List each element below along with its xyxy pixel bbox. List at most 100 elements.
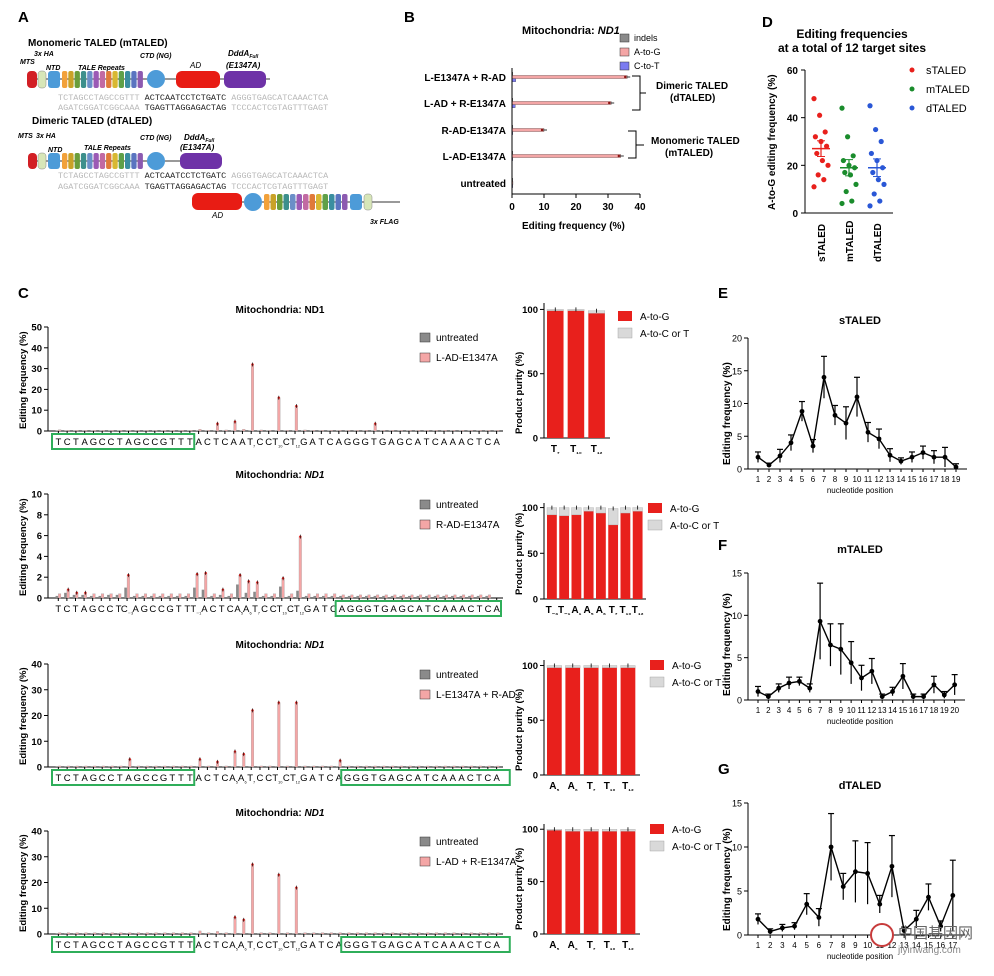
c-bar-untreated bbox=[327, 933, 330, 934]
c-bar-untreated bbox=[300, 933, 304, 934]
c-bar-treated bbox=[172, 765, 176, 768]
c-bar-treated bbox=[154, 765, 158, 768]
line-point bbox=[840, 884, 846, 889]
p-legend-atog: A-to-G bbox=[672, 825, 702, 836]
c-bar-untreated bbox=[222, 933, 225, 934]
p-xtick-label: A₁ bbox=[571, 605, 581, 617]
c-seq-letter: A bbox=[388, 437, 395, 448]
p-xtick-label: T₇ bbox=[587, 940, 596, 952]
c-bar-untreated bbox=[248, 933, 252, 934]
c-seq-letter: A bbox=[132, 604, 139, 615]
tale-repeat-block bbox=[62, 71, 68, 88]
mono-mts-label: MTS bbox=[20, 59, 35, 66]
c-bar-treated bbox=[452, 430, 456, 432]
c-bar-treated bbox=[145, 765, 149, 768]
tale-repeat-block bbox=[112, 153, 118, 169]
c-seq-letter: A bbox=[195, 940, 202, 951]
c-bar-treated bbox=[408, 430, 412, 432]
c-bar-treated bbox=[444, 594, 448, 599]
c-seq-letter: A bbox=[494, 604, 501, 615]
line-point bbox=[901, 928, 907, 933]
c-bar-untreated bbox=[397, 766, 401, 767]
c-bar-treated bbox=[452, 765, 456, 768]
c-ytick-label: 50 bbox=[31, 323, 42, 334]
c-seq-sub: ₁₂ bbox=[296, 443, 301, 449]
c-seq-letter: A bbox=[195, 773, 202, 784]
c-seq-letter: G bbox=[160, 773, 167, 784]
dimer-ad-label: AD bbox=[211, 211, 223, 220]
dimer-ctd-label: CTD (NG) bbox=[140, 135, 172, 142]
c-ytick-label: 20 bbox=[31, 385, 42, 396]
c-bar-untreated bbox=[248, 766, 252, 767]
line-xlabel: nucleotide position bbox=[827, 952, 893, 961]
c-bar-treated bbox=[119, 765, 123, 768]
c-seq-letter: T₇ bbox=[252, 604, 260, 616]
c-bar-untreated bbox=[160, 430, 164, 431]
c-bar-treated bbox=[277, 874, 281, 935]
c-seq-letter: T bbox=[371, 940, 377, 951]
b-bar bbox=[511, 101, 612, 105]
c-bar-untreated bbox=[449, 430, 453, 431]
c-seq-letter: G bbox=[344, 773, 351, 784]
c-ytick-label: 30 bbox=[31, 685, 42, 696]
c-seq-sub: ₁₂ bbox=[296, 779, 301, 785]
c-seq-letter: C bbox=[270, 604, 277, 615]
c-ytick-label: 10 bbox=[31, 904, 42, 915]
p-xtick-sub: ₇ bbox=[615, 610, 618, 617]
c-seq-sub: ₁₂ bbox=[296, 946, 301, 952]
b-bracket1-line1: Dimeric TALED bbox=[656, 81, 728, 92]
c-bar-untreated bbox=[257, 766, 260, 767]
mono-ad-label: AD bbox=[189, 61, 201, 70]
c-bar-treated bbox=[347, 932, 351, 935]
c-seq-sub: ₇ bbox=[253, 779, 255, 785]
c-bar-untreated bbox=[274, 766, 278, 767]
c-seq-letter: T bbox=[178, 940, 184, 951]
c-bar-untreated bbox=[98, 595, 102, 598]
p-xtick-sub: ₁₀ bbox=[576, 449, 582, 456]
c-seq-letter: T bbox=[476, 940, 482, 951]
c-bar-treated bbox=[470, 594, 474, 599]
line-xtick-label: 15 bbox=[908, 475, 917, 484]
c-bar-treated bbox=[487, 594, 491, 599]
dimer-repeats-label: TALE Repeats bbox=[84, 145, 131, 152]
c-bar-untreated bbox=[371, 933, 374, 934]
d-tick-label: 60 bbox=[787, 66, 799, 77]
p-xtick-label: T₋₃ bbox=[546, 605, 559, 617]
c-bar-treated bbox=[470, 430, 474, 432]
line-point bbox=[913, 916, 919, 922]
c-bar-untreated bbox=[239, 430, 243, 431]
d-dots bbox=[811, 96, 887, 209]
c-bar-treated bbox=[84, 765, 88, 768]
line-point bbox=[817, 618, 823, 624]
mono-mut-label: (E1347A) bbox=[226, 61, 261, 70]
c-bar-treated bbox=[347, 765, 351, 768]
p-ylabel: Product purity (%) bbox=[514, 689, 525, 771]
c-bar-treated bbox=[286, 932, 290, 935]
c-seq-letter: C bbox=[63, 604, 70, 615]
c-seq-letter: C bbox=[221, 773, 228, 784]
c-ytick-label: 4 bbox=[37, 552, 43, 563]
c-seq-letter: A bbox=[441, 773, 448, 784]
line-xtick-label: 3 bbox=[778, 475, 783, 484]
p-xtick-label: T₁₀ bbox=[604, 940, 616, 952]
c-bar-treated bbox=[496, 430, 500, 432]
p-xtick-sub: ₆ bbox=[603, 610, 606, 617]
line-xtick-label: 3 bbox=[776, 706, 781, 715]
c-bar-treated bbox=[347, 430, 351, 432]
c-bar-treated bbox=[66, 765, 70, 768]
c-seq-letter: C bbox=[99, 940, 106, 951]
c-bar-untreated bbox=[485, 766, 488, 767]
p-bar-atog bbox=[565, 831, 581, 934]
c-bar-treated bbox=[259, 932, 263, 935]
panel-a: A Monomeric TALED (mTALED) MTS 3x HA NTD… bbox=[18, 9, 400, 226]
c-seq-letter: T bbox=[373, 604, 379, 615]
line-point bbox=[889, 863, 895, 869]
line-point bbox=[776, 685, 782, 691]
c-bar-untreated bbox=[274, 933, 278, 934]
c-bar-treated bbox=[426, 765, 430, 768]
p-xtick-sub: ₅ bbox=[556, 945, 559, 952]
c-bar-treated bbox=[154, 430, 158, 432]
p-bar-atog bbox=[583, 511, 594, 599]
line-point bbox=[854, 394, 860, 400]
